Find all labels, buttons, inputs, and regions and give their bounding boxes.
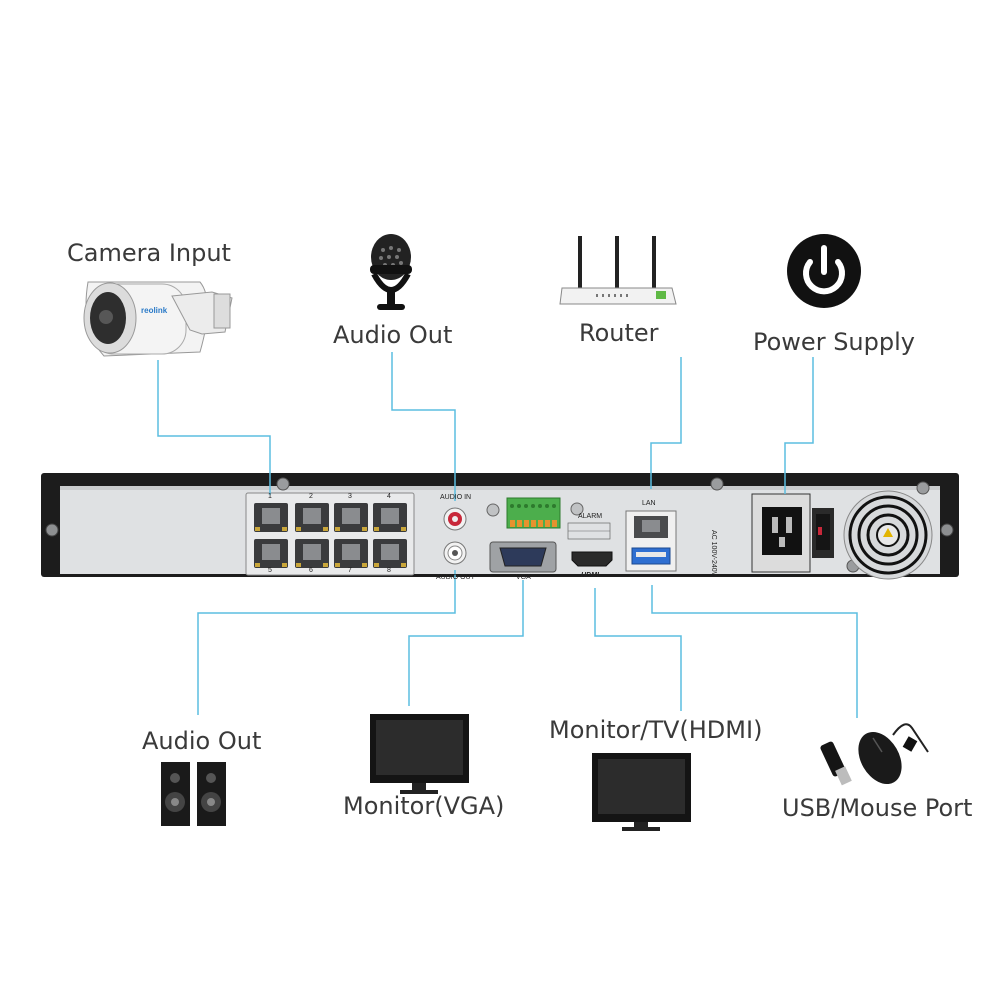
poe-port-block (245, 492, 415, 576)
power-supply-label: Power Supply (753, 328, 915, 356)
monitor-hdmi-label: Monitor/TV(HDMI) (549, 716, 763, 744)
lan-usb-ports (625, 510, 677, 572)
port-number: 8 (387, 567, 391, 574)
alarm-terminal (506, 497, 611, 540)
camera-brand: reolink (141, 306, 168, 315)
router-label: Router (579, 319, 659, 347)
microphone-icon (370, 234, 412, 310)
monitor-vga-label: Monitor(VGA) (343, 792, 505, 820)
connector-lines (157, 352, 858, 718)
cooling-fan (843, 490, 933, 580)
hdmi-port (571, 551, 613, 567)
port-number: 7 (348, 567, 352, 574)
port-number: 4 (387, 493, 391, 500)
monitor-icon (370, 714, 469, 794)
port-number: 5 (268, 567, 272, 574)
vga-port (489, 541, 557, 573)
router-icon (559, 236, 677, 305)
alarm-label: ALARM (578, 513, 603, 520)
port-number: 1 (268, 493, 272, 500)
port-number: 3 (348, 493, 352, 500)
audio-out-label: Audio Out (142, 727, 262, 755)
lan-label: LAN (642, 500, 656, 507)
hdmi-label: HDMI (581, 572, 599, 579)
usb-mouse-icon (820, 723, 929, 786)
audio-in-label: AUDIO IN (440, 494, 472, 501)
camera-input-label: Camera Input (67, 239, 231, 267)
ac-voltage-label: AC 100V-240V (710, 530, 717, 577)
port-number: 2 (309, 493, 313, 500)
vga-label: VGA (516, 574, 531, 581)
port-number: 6 (309, 567, 313, 574)
usb-mouse-label: USB/Mouse Port (782, 794, 973, 822)
camera-icon (83, 281, 233, 357)
audio-in-device-label: Audio Out (333, 321, 453, 349)
monitor-icon (592, 753, 691, 831)
power-icon (787, 234, 861, 308)
speaker-icon (161, 762, 226, 826)
power-section (751, 493, 834, 573)
audio-jacks (443, 507, 467, 565)
audio-out-panel-label: AUDIO OUT (436, 574, 475, 581)
